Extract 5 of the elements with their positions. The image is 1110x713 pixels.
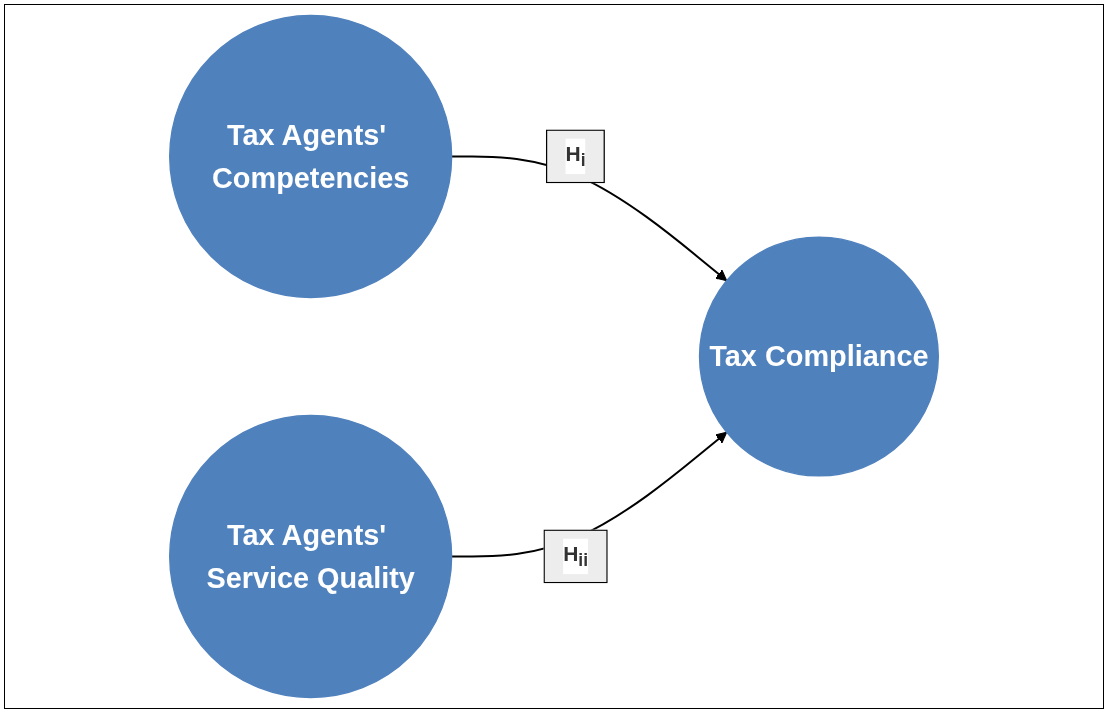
node-circle: Tax Agents' Service Quality xyxy=(169,414,453,699)
node-circle: Tax Compliance xyxy=(698,236,939,477)
edge-label: H$_{ii}$ xyxy=(563,542,589,571)
edge-label: H$_{i}$ xyxy=(565,142,586,171)
node-circle: Tax Agents' Competencies xyxy=(169,14,453,299)
